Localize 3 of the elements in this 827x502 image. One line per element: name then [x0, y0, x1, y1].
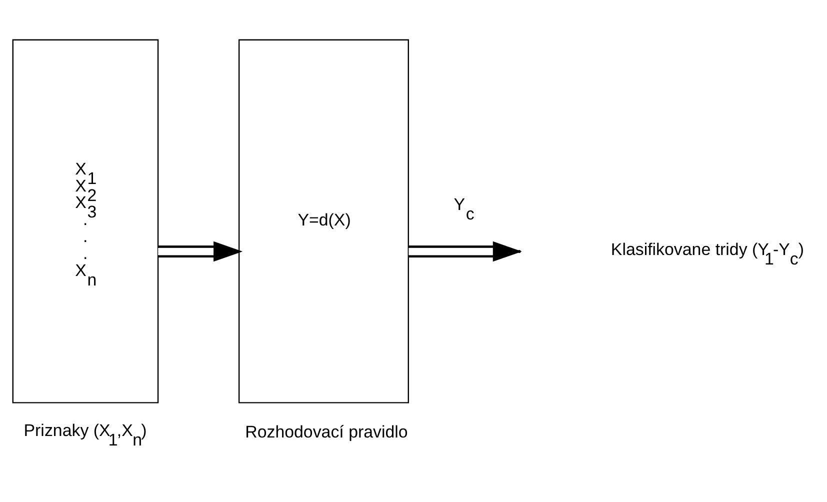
node-box: Y=d(X): [238, 38, 409, 403]
arrow: [158, 240, 243, 262]
node-label: Rozhodovací pravidlo: [245, 422, 408, 441]
